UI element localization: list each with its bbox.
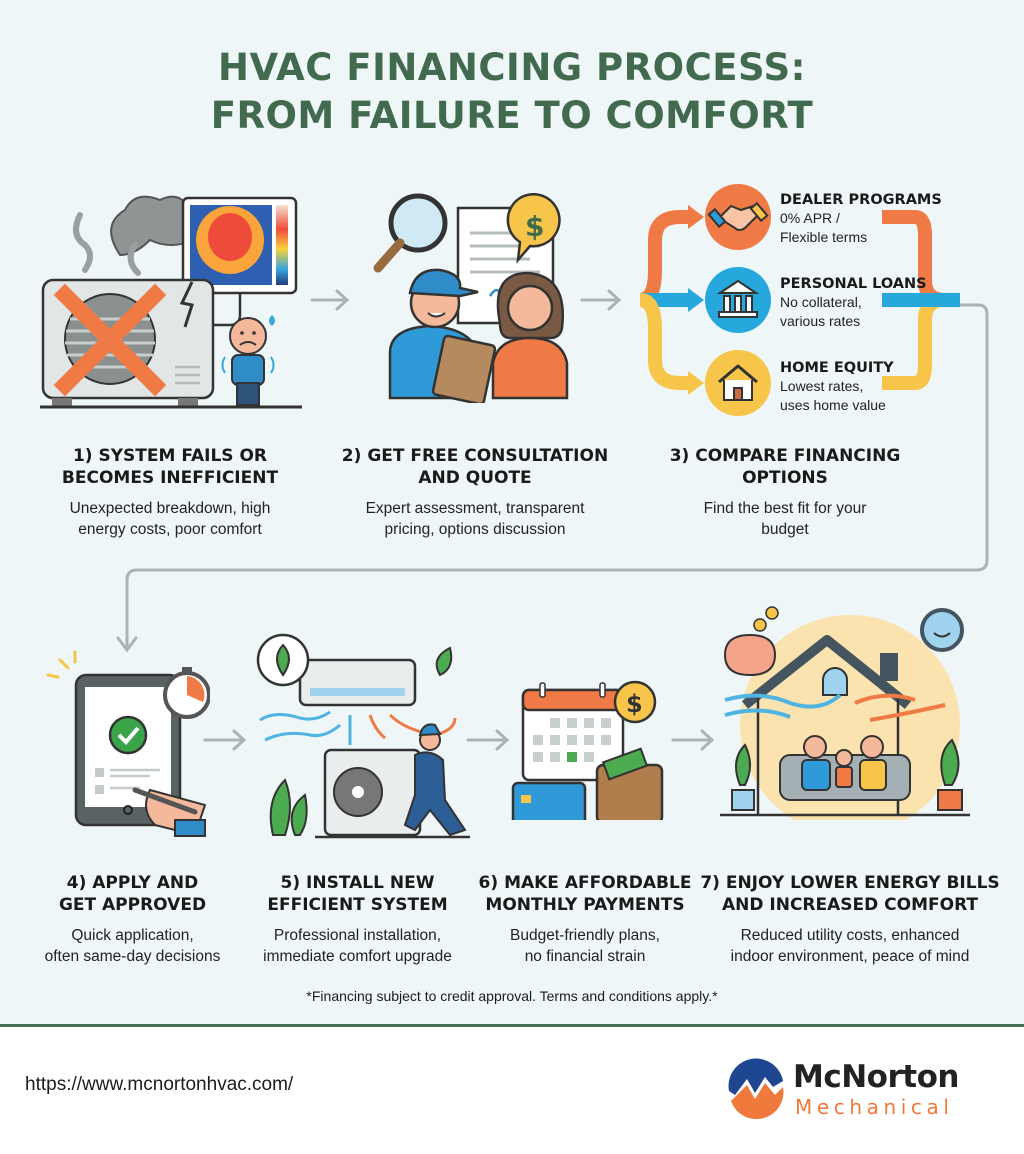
company-logo[interactable]: McNorton Mechanical [725,1057,985,1119]
tablet-approval-icon [46,650,210,837]
svg-text:$: $ [525,210,544,243]
logo-name: McNorton [793,1059,959,1095]
disclaimer: *Financing subject to credit approval. T… [306,988,718,1004]
option-desc: No collateral,various rates [780,294,862,329]
step-description: Quick application,often same-day decisio… [44,927,221,965]
option-title: HOME EQUITY [780,360,894,376]
option-personal-loans: PERSONAL LOANS No collateral,various rat… [780,275,927,331]
option-home-equity: HOME EQUITY Lowest rates,uses home value [780,359,894,415]
payments-icon: $ [511,680,664,820]
option-dealer-programs: DEALER PROGRAMS 0% APR /Flexible terms [780,191,942,247]
page-title: HVAC FINANCING PROCESS: FROM FAILURE TO … [0,44,1024,140]
option-desc: 0% APR /Flexible terms [780,210,868,245]
option-desc: Lowest rates,uses home value [780,378,886,413]
step-description: Professional installation,immediate comf… [263,927,452,965]
handshake-icon [705,184,771,250]
website-link[interactable]: https://www.mcnortonhvac.com/ [25,1074,294,1095]
happy-home-icon [720,606,970,820]
branch-arrowheads [688,205,704,395]
title-line-2: FROM FAILURE TO COMFORT [210,94,814,137]
consultation-icon: $ [373,193,569,403]
bank-icon [705,267,771,333]
arrow-icon [116,289,989,751]
logo-subtitle: Mechanical [795,1095,954,1119]
infographic: HVAC FINANCING PROCESS: FROM FAILURE TO … [0,0,1024,1024]
broken-ac-unit-icon [40,195,302,409]
installation-icon [256,633,470,839]
option-title: PERSONAL LOANS [780,276,927,292]
title-line-1: HVAC FINANCING PROCESS: [218,46,806,89]
step-description: Budget-friendly plans,no financial strai… [510,927,660,965]
branch-arrows [639,210,960,390]
footer-divider [0,1024,1024,1027]
logo-m-icon [728,1058,784,1119]
footer: https://www.mcnortonhvac.com/ McNorton M… [0,1027,1024,1154]
flow-connectors [116,205,989,751]
house-icon [705,350,771,416]
svg-text:$: $ [626,690,643,718]
option-title: DEALER PROGRAMS [780,192,942,208]
